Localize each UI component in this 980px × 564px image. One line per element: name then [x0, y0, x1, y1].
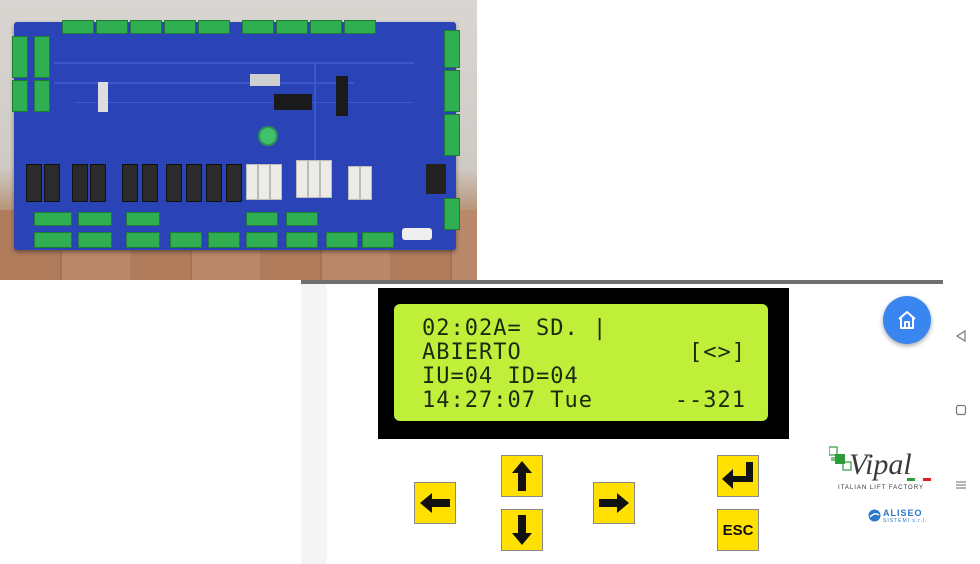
lcd-line-3: IU=04 ID=04	[422, 364, 579, 389]
enter-icon	[722, 462, 753, 489]
home-circle-icon[interactable]	[955, 404, 967, 416]
down-key-button[interactable]	[501, 509, 543, 551]
esc-key-button[interactable]: ESC	[717, 509, 759, 551]
remote-display-panel: 02:02A= SD. | ABIERTO [<>] IU=04 ID=04 1…	[301, 280, 943, 564]
right-arrow-icon	[599, 493, 629, 513]
aliseo-name: ALISEO	[883, 508, 923, 518]
lcd-bezel: 02:02A= SD. | ABIERTO [<>] IU=04 ID=04 1…	[378, 288, 789, 439]
pcb-board	[12, 20, 460, 250]
lcd-line-1: 02:02A= SD. |	[422, 316, 608, 341]
menu-lines-icon[interactable]	[955, 479, 967, 491]
android-nav-bar	[943, 280, 980, 560]
back-triangle-icon[interactable]	[955, 330, 967, 342]
up-key-button[interactable]	[501, 455, 543, 497]
svg-text:Vipal: Vipal	[849, 448, 912, 481]
vipal-logo: Vipal	[829, 446, 931, 482]
home-icon	[898, 311, 916, 329]
lcd-line-2-right: [<>]	[689, 340, 746, 365]
vipal-tagline: ITALIAN LIFT FACTORY	[838, 485, 924, 491]
controller-board-photo	[0, 0, 477, 280]
esc-key-label: ESC	[722, 521, 754, 539]
up-arrow-icon	[512, 461, 532, 491]
down-arrow-icon	[512, 515, 532, 545]
right-key-button[interactable]	[593, 482, 635, 524]
lcd-line-4-left: 14:27:07 Tue	[422, 388, 593, 413]
home-button[interactable]	[883, 296, 931, 344]
enter-key-button[interactable]	[717, 455, 759, 497]
left-arrow-icon	[420, 493, 450, 513]
lcd-line-4-right: --321	[674, 388, 746, 413]
aliseo-logo: ALISEO SISTEMI s.r.l.	[868, 508, 934, 526]
lcd-line-2-left: ABIERTO	[422, 340, 522, 365]
left-key-button[interactable]	[414, 482, 456, 524]
aliseo-subtitle: SISTEMI s.r.l.	[883, 518, 928, 524]
lcd-screen: 02:02A= SD. | ABIERTO [<>] IU=04 ID=04 1…	[394, 304, 768, 421]
aliseo-emblem-icon	[868, 509, 881, 522]
